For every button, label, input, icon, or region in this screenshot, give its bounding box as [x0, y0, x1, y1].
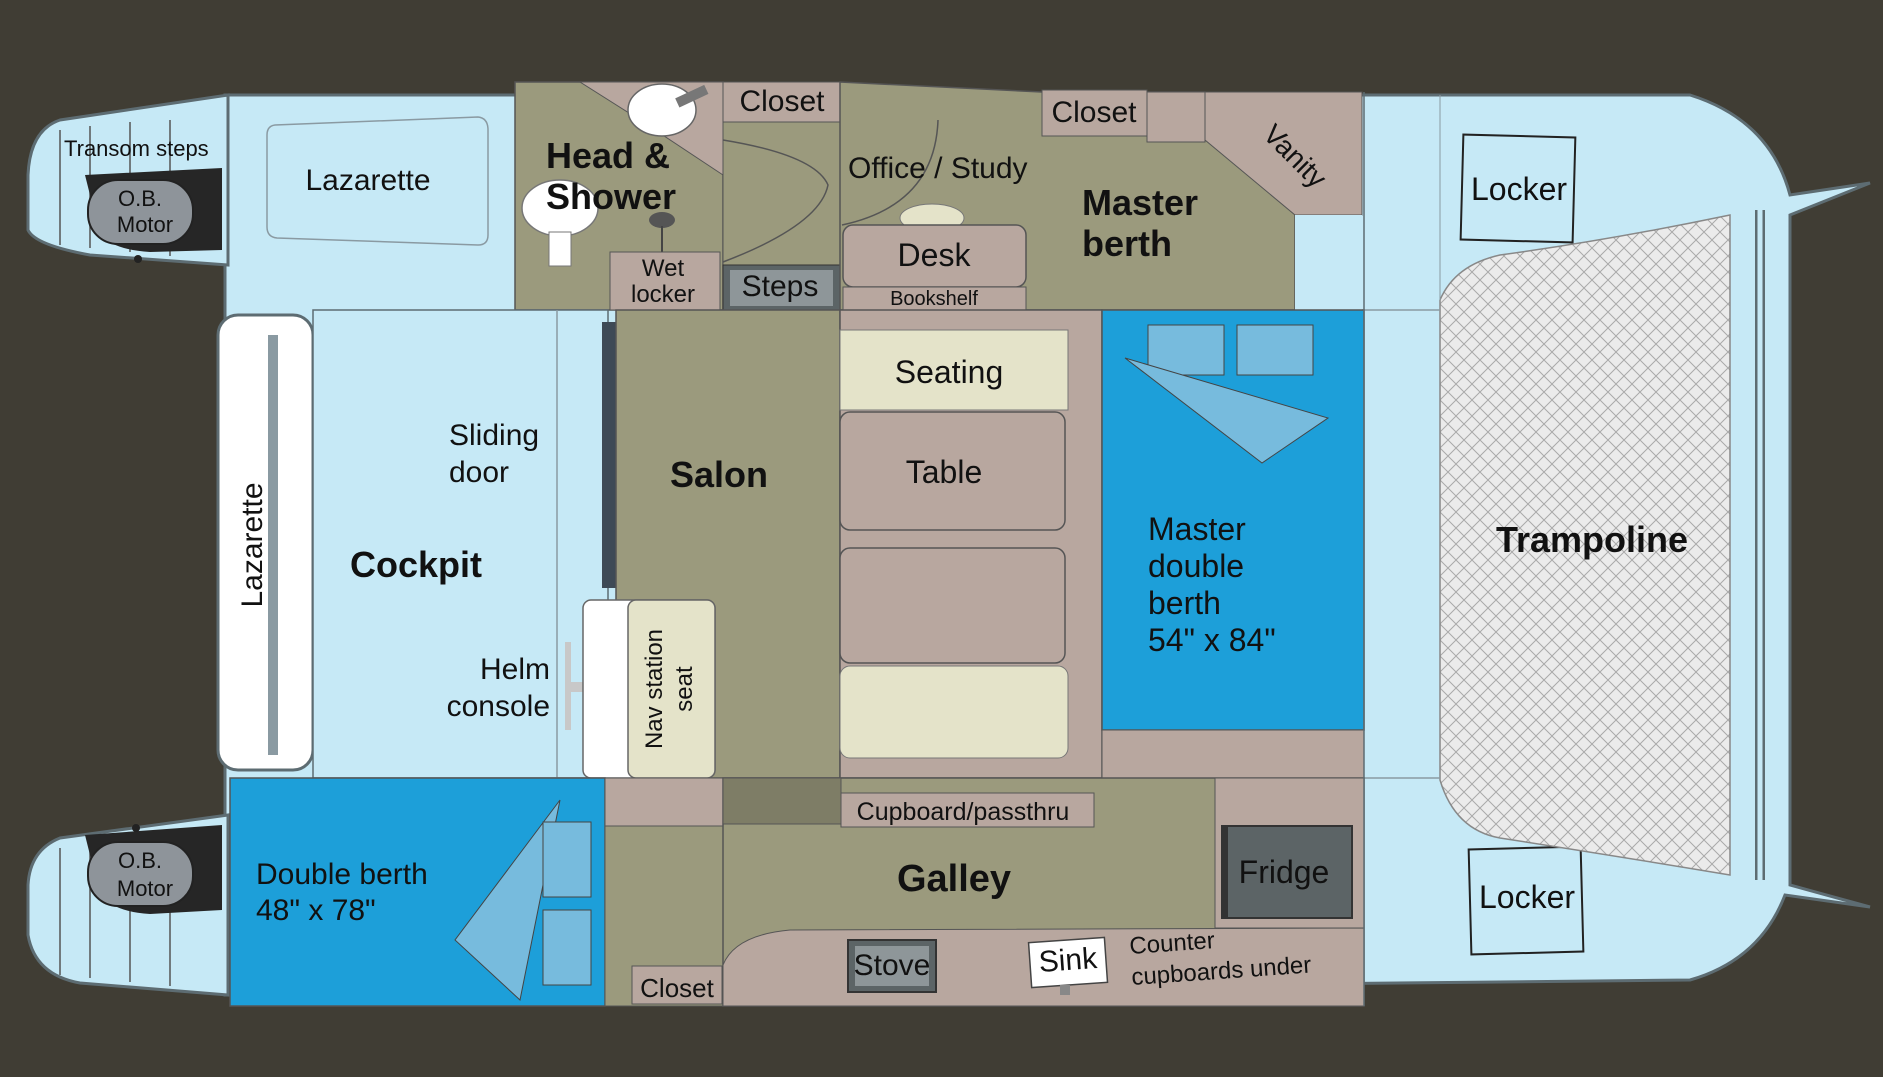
ob-motor-top — [87, 179, 194, 245]
head-shower-label-1: Head & — [546, 135, 670, 176]
master-double-label-2: double — [1148, 548, 1244, 584]
head-shower-label-2: Shower — [546, 176, 676, 217]
cupboard-label: Cupboard/passthru — [857, 798, 1070, 826]
ob-motor-bottom — [87, 841, 194, 907]
master-double-berth — [1101, 309, 1365, 731]
double-berth-label-1: Double berth — [256, 858, 428, 891]
locker-top-label: Locker — [1471, 171, 1567, 207]
helm-console-label-2: console — [447, 690, 550, 723]
lazarette-top-hatch — [266, 116, 489, 246]
shower-drain — [649, 212, 675, 228]
blanket-fold-master — [1124, 357, 1330, 464]
sink-faucet — [675, 84, 709, 108]
sink — [1027, 936, 1109, 989]
head-sink — [627, 83, 697, 137]
closet-top-label: Closet — [739, 85, 825, 118]
sink-label: Sink — [1038, 942, 1100, 979]
wet-locker — [609, 251, 721, 311]
closet-bottom — [631, 965, 723, 1005]
master-double-label-3: berth — [1148, 585, 1221, 621]
master-berth-label-1: Master — [1082, 182, 1198, 223]
salon-label: Salon — [670, 454, 768, 495]
helm-wheel — [565, 642, 571, 730]
lazarette-side-label: Lazarette — [236, 482, 269, 607]
table-bottom — [839, 547, 1066, 664]
sliding-door[interactable] — [602, 322, 616, 588]
closet-right — [1041, 89, 1148, 137]
steps-door-swing — [722, 139, 829, 263]
nav-station-label-2: seat — [671, 666, 698, 712]
pillow-3 — [542, 821, 592, 898]
toilet-tank — [548, 231, 572, 267]
seating-label: Seating — [895, 354, 1004, 390]
steps-label: Steps — [742, 270, 819, 303]
ob-motor-top-label-2: Motor — [117, 212, 173, 237]
sliding-door-label-1: Sliding — [449, 419, 539, 452]
sliding-door-label-2: door — [449, 456, 509, 489]
cockpit-label: Cockpit — [350, 544, 482, 585]
locker-bottom-label: Locker — [1479, 879, 1575, 915]
blanket-fold-double — [454, 799, 561, 1001]
office-study-label: Office / Study — [848, 152, 1028, 185]
bookshelf-label: Bookshelf — [890, 288, 978, 310]
wet-locker-label-2: locker — [631, 281, 695, 308]
master-double-label-4: 54" x 84" — [1148, 622, 1276, 658]
seating-front — [839, 665, 1069, 759]
nav-station-label-1: Nav station — [641, 629, 668, 749]
cockpit — [312, 309, 609, 779]
seating-back — [839, 329, 1069, 411]
closet-top — [722, 81, 841, 123]
galley-label: Galley — [897, 858, 1011, 900]
ob-motor-top-label-1: O.B. — [118, 186, 162, 211]
locker-bottom — [1467, 845, 1585, 956]
counter-label-1: Counter — [1129, 927, 1216, 960]
ob-motor-bottom-label-1: O.B. — [118, 848, 162, 873]
pillow-1 — [1147, 324, 1225, 376]
pillow-2 — [1236, 324, 1314, 376]
fridge-label: Fridge — [1239, 854, 1330, 890]
locker-top — [1459, 133, 1577, 244]
table-label: Table — [906, 454, 983, 490]
closet-bottom-label: Closet — [640, 973, 714, 1003]
master-berth-label-2: berth — [1082, 223, 1172, 264]
stove-label: Stove — [854, 949, 931, 982]
trampoline-label: Trampoline — [1496, 519, 1688, 560]
pillow-4 — [542, 909, 592, 986]
steps-area — [722, 121, 841, 266]
table-top — [839, 411, 1066, 531]
helm-console-label-1: Helm — [480, 653, 550, 686]
office-door-swing — [841, 119, 939, 226]
ob-motor-bottom-label-2: Motor — [117, 876, 173, 901]
lazarette-top-label: Lazarette — [305, 164, 430, 197]
closet-right-label: Closet — [1051, 96, 1137, 129]
master-double-label-1: Master — [1148, 511, 1246, 547]
fridge — [1221, 825, 1353, 919]
desk-label: Desk — [898, 237, 972, 273]
double-berth-label-2: 48" x 78" — [256, 894, 376, 927]
cupboard-passthru — [840, 792, 1095, 828]
wet-locker-label-1: Wet — [642, 255, 685, 282]
trampoline — [1439, 214, 1731, 876]
transom-steps-label: Transom steps — [64, 136, 209, 161]
